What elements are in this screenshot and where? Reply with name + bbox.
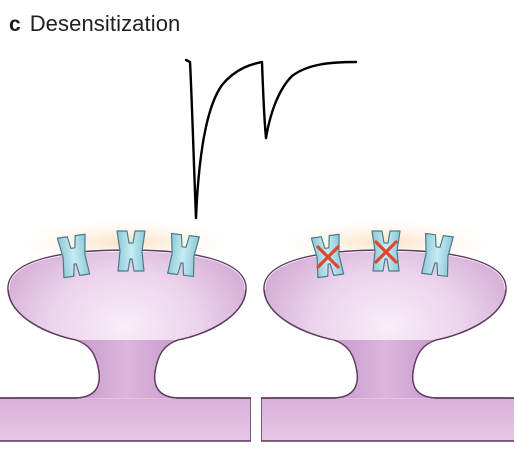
panel-letter: c	[9, 12, 21, 36]
receptor-left-3	[167, 232, 200, 278]
blocked-mark-icon	[316, 245, 340, 269]
panel-title: Desensitization	[29, 11, 181, 36]
dendrite-gap	[251, 396, 261, 442]
current-trace-icon	[184, 58, 358, 220]
blocked-mark-icon	[374, 240, 398, 264]
receptor-left-2	[116, 230, 146, 272]
spine-left	[0, 248, 252, 442]
spine-right	[260, 248, 514, 442]
receptor-left-1	[56, 233, 91, 279]
panel-header: c Desensitization	[9, 9, 180, 39]
receptor-right-3	[421, 232, 454, 278]
